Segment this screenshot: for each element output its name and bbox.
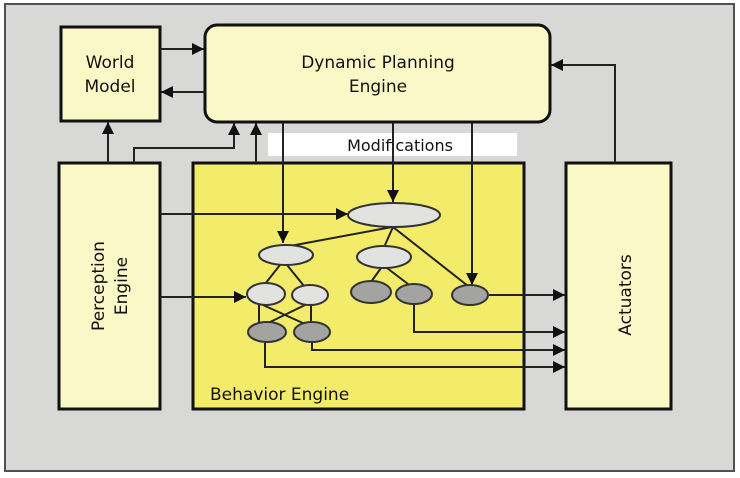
world-model-label-line2: Model	[84, 77, 135, 97]
behavior-engine-label: Behavior Engine	[210, 385, 349, 405]
edge-c2-l1	[265, 304, 306, 325]
planning-engine-block	[203, 23, 552, 124]
edge-left-parent-child2	[286, 264, 305, 287]
modifications-label: Modifications	[347, 136, 453, 155]
edge-root-direct-leaf	[392, 226, 469, 287]
perception-engine-label-line1: Perception	[89, 241, 109, 331]
node-right-parent	[356, 245, 412, 269]
edge-root-right-parent	[384, 226, 394, 246]
node-right-leaf-1	[350, 280, 392, 304]
arrow-left-leaf1-to-actuators	[264, 340, 565, 373]
arrow-actuators-to-planning	[551, 59, 616, 163]
node-right-leaf-2	[395, 283, 433, 305]
actuators-block	[564, 161, 673, 411]
node-left-child-2	[291, 284, 329, 306]
world-model-label-line1: World	[86, 53, 135, 73]
node-left-leaf-1	[247, 321, 287, 343]
perception-engine-label-line2: Engine	[112, 257, 132, 315]
edge-right-parent-leaf1	[370, 267, 382, 283]
perception-engine-block	[57, 161, 162, 411]
world-model-block	[59, 25, 162, 123]
arrow-perception-to-planning	[133, 123, 240, 163]
node-direct-leaf	[451, 284, 489, 306]
arrow-left-leaf2-to-actuators	[311, 340, 565, 356]
actuators-label: Actuators	[616, 254, 636, 336]
planning-engine-label-line2: Engine	[349, 77, 407, 97]
edge-left-parent-child1	[264, 264, 281, 285]
node-left-parent	[258, 244, 314, 266]
arrow-right-leaf2-to-actuators	[413, 304, 565, 338]
node-left-leaf-2	[293, 321, 331, 343]
node-root	[347, 202, 441, 228]
planning-engine-label-line1: Dynamic Planning	[301, 53, 455, 73]
edge-right-parent-leaf2	[386, 267, 409, 285]
node-left-child-1	[246, 282, 286, 306]
edge-root-left-parent	[289, 226, 393, 247]
